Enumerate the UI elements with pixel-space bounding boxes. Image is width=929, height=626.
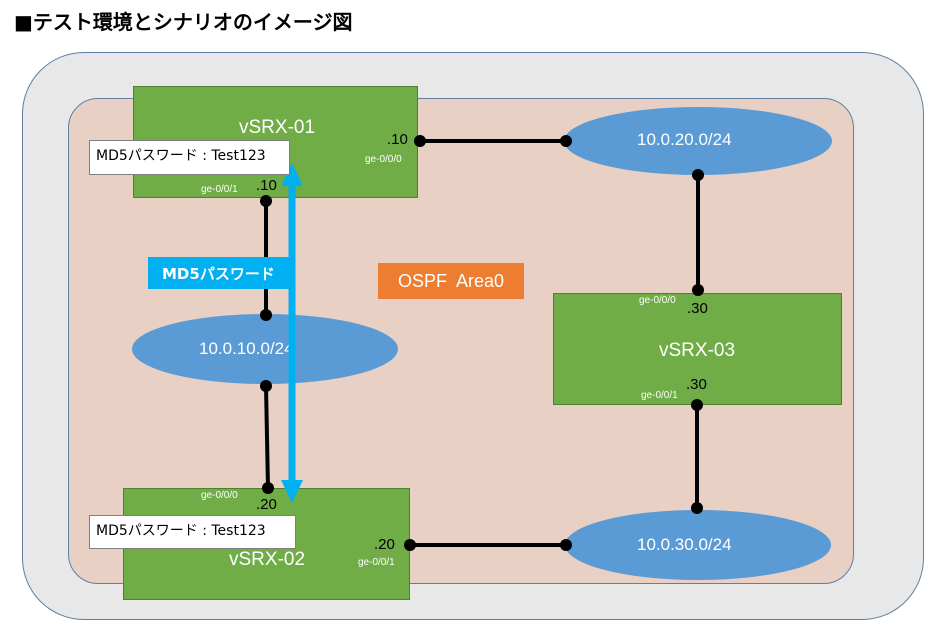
endpoint-r2-ge000 — [262, 482, 274, 494]
endpoint-r2-ge001 — [404, 539, 416, 551]
router-name-vsrx-01: vSRX-01 — [239, 117, 316, 138]
ip-r3-ge001: .30 — [686, 376, 707, 393]
network-label-10-0-30-0: 10.0.30.0/24 — [637, 535, 732, 554]
md5-password-box-vsrx-01: MD5パスワード : Test123 — [89, 140, 290, 175]
network-10-0-10-0 — [132, 314, 398, 384]
ospf-area-label: OSPF Area0 — [378, 263, 524, 299]
md5-password-tag: MD5パスワード — [148, 257, 290, 289]
router-name-vsrx-02: vSRX-02 — [229, 549, 306, 570]
iface-r1-ge000: ge-0/0/0 — [365, 154, 402, 165]
ip-r1-ge001: .10 — [256, 177, 277, 194]
endpoint-n20-left — [560, 135, 572, 147]
endpoint-r1-ge000 — [414, 135, 426, 147]
network-10-0-30-0 — [565, 510, 831, 580]
iface-r2-ge000: ge-0/0/0 — [201, 490, 238, 501]
endpoint-n10-bottom — [260, 380, 272, 392]
router-vsrx-03[interactable] — [553, 293, 842, 405]
md5-password-box-vsrx-02: MD5パスワード : Test123 — [89, 515, 296, 549]
ip-r1-ge000: .10 — [387, 131, 408, 148]
ip-r2-ge001: .20 — [374, 536, 395, 553]
page-title: ■テスト環境とシナリオのイメージ図 — [14, 10, 353, 34]
link-n10-r2 — [264, 385, 270, 489]
iface-r1-ge001: ge-0/0/1 — [201, 184, 238, 195]
iface-r2-ge001: ge-0/0/1 — [358, 557, 395, 568]
network-label-10-0-10-0: 10.0.10.0/24 — [199, 339, 294, 358]
ip-r3-ge000: .30 — [687, 300, 708, 317]
endpoint-r3-ge001 — [691, 399, 703, 411]
network-10-0-20-0 — [564, 107, 832, 175]
ip-r2-ge000: .20 — [256, 496, 277, 513]
iface-r3-ge000: ge-0/0/0 — [639, 295, 676, 306]
router-name-vsrx-03: vSRX-03 — [659, 340, 736, 361]
endpoint-n30-left — [560, 539, 572, 551]
iface-r3-ge001: ge-0/0/1 — [641, 390, 678, 401]
network-label-10-0-20-0: 10.0.20.0/24 — [637, 130, 732, 149]
endpoint-n20-bottom — [692, 169, 704, 181]
endpoint-r3-ge000 — [692, 284, 704, 296]
endpoint-n10-top — [260, 309, 272, 321]
endpoint-r1-ge001 — [260, 195, 272, 207]
endpoint-n30-top — [691, 502, 703, 514]
